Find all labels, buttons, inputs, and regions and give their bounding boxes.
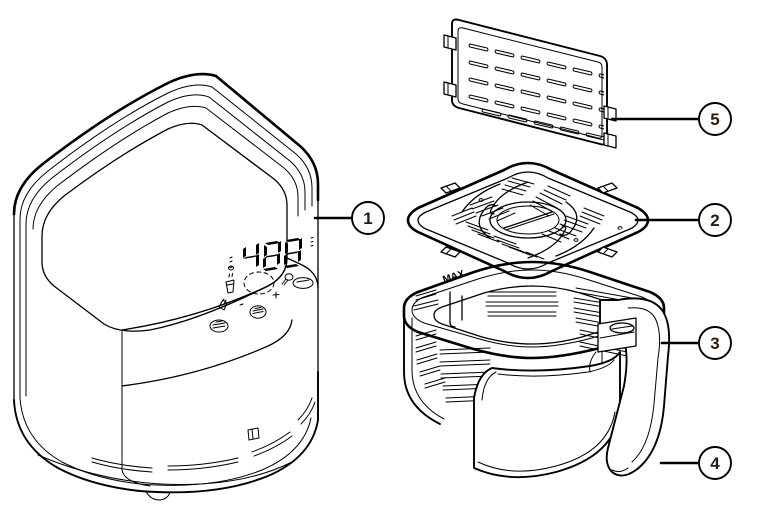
lid-top-outline <box>12 72 320 216</box>
basket-outer-vents-left <box>415 329 446 389</box>
power-button[interactable] <box>209 319 229 333</box>
callout-1[interactable]: 1 <box>313 201 385 235</box>
callout-5-label: 5 <box>710 110 719 129</box>
start-button[interactable] <box>249 305 267 319</box>
control-panel <box>209 237 314 333</box>
callout-5[interactable]: 5 <box>610 102 732 136</box>
callout-2[interactable]: 2 <box>634 203 732 237</box>
max-fill-line: MAX <box>442 268 467 328</box>
part-divider-rack <box>443 18 617 149</box>
callout-1-label: 1 <box>363 209 372 228</box>
keep-warm-button[interactable] <box>292 277 314 289</box>
release-button[interactable] <box>609 322 635 334</box>
callout-4-label: 4 <box>710 454 720 473</box>
callouts: 1 2 3 4 5 <box>313 102 732 480</box>
plus-icon[interactable] <box>272 291 280 299</box>
part-basket: MAX <box>402 260 671 479</box>
max-label: MAX <box>442 268 467 285</box>
callout-2-label: 2 <box>710 211 719 230</box>
plate-slots <box>451 177 623 260</box>
plate-hub <box>489 201 567 239</box>
temperature-display <box>243 238 302 271</box>
indicator-marks <box>227 256 235 271</box>
part-basket-handle <box>589 297 671 477</box>
rotary-dial[interactable] <box>243 271 275 295</box>
base-vents <box>91 397 316 473</box>
rack-tabs <box>443 34 617 149</box>
callout-3-label: 3 <box>710 334 719 353</box>
preset-icons[interactable] <box>209 273 314 333</box>
fries-icon[interactable] <box>218 298 228 311</box>
callout-3[interactable]: 3 <box>660 326 732 360</box>
unit-marks <box>310 237 314 247</box>
callout-4[interactable]: 4 <box>659 446 732 480</box>
cup-icon[interactable] <box>225 273 235 294</box>
rack-perforations <box>468 43 604 141</box>
base-latch <box>247 427 260 441</box>
plate-tabs <box>440 182 618 258</box>
part-crisper-plate <box>406 161 650 280</box>
part-main-unit <box>12 72 320 501</box>
drumstick-icon[interactable] <box>281 273 294 286</box>
